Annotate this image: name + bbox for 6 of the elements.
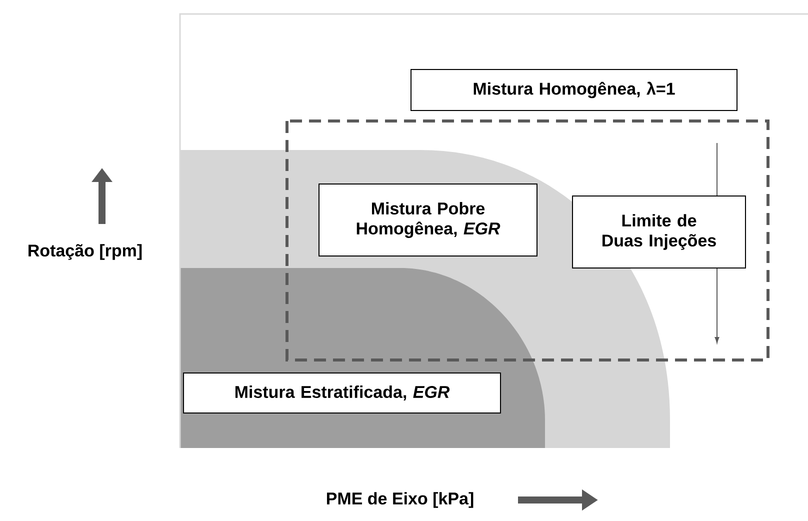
- label-box: Mistura Estratificada, EGR: [183, 372, 501, 414]
- label-box: Mistura Homogênea, λ=1: [410, 69, 738, 111]
- axis-label: PME de Eixo [kPa]: [327, 492, 474, 508]
- label-box: Limite de Duas Injeções: [572, 196, 746, 268]
- axis-label: Rotação [rpm]: [28, 244, 142, 260]
- label-box: Mistura Pobre Homogênea, EGR: [318, 184, 538, 256]
